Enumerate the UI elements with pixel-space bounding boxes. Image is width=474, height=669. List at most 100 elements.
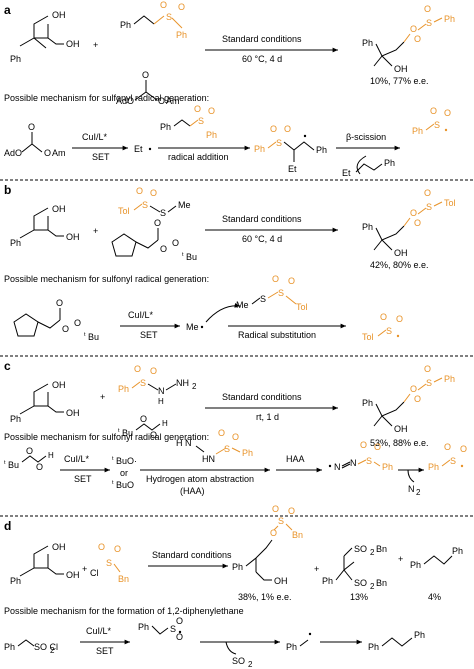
tol-label: Tol (118, 206, 130, 216)
subscript-2: 2 (370, 548, 375, 557)
temp-time-label: rt, 1 d (256, 412, 279, 422)
ph-label: Ph (176, 30, 187, 40)
tbu-label: ᵗ (118, 427, 120, 436)
o-label: O (414, 34, 421, 44)
temp-time-label: 60 °C, 4 d (242, 54, 282, 64)
step-label: β-scission (346, 132, 386, 142)
oh-label: OH (52, 204, 66, 214)
s-label: S (224, 444, 230, 454)
set-label: SET (140, 330, 158, 340)
oh-label: OH (394, 64, 408, 74)
o-label: O (410, 24, 417, 34)
catalyst-label: CuI/L* (128, 310, 154, 320)
sulfonyl-chloride: O O S Cl Bn (90, 542, 129, 584)
h-label: H (158, 397, 164, 406)
o-label: O (208, 106, 215, 116)
o-label: O (160, 0, 167, 10)
ph-label: Ph (322, 576, 333, 586)
panel-a-label: a (4, 3, 11, 17)
am-label: Am (52, 148, 66, 158)
catalyst-label: CuI/L* (82, 132, 108, 142)
or-label: or (120, 468, 128, 478)
o-label: O (176, 616, 183, 626)
n2-label: N (408, 484, 415, 494)
bn-label: Bn (292, 530, 303, 540)
panel-b-label: b (4, 183, 11, 197)
o-label: O (150, 366, 157, 376)
o-label: O (424, 188, 431, 198)
ph-label: Ph (254, 144, 265, 154)
mechanism-title: Possible mechanism for sulfonyl radical … (4, 274, 209, 284)
ph-label: Ph (206, 130, 217, 140)
product-d1: Ph OH O S O O Bn (232, 504, 303, 586)
ph-label: Ph (286, 642, 297, 652)
ph-label: Ph (368, 642, 379, 652)
oh-label: OH (66, 570, 80, 580)
product-d3: Ph Ph (410, 546, 463, 570)
o-label: O (272, 274, 279, 284)
oh-label: OH (52, 380, 66, 390)
yield-label: 4% (428, 592, 441, 602)
sulfonyl-hydrazide: Ph S O O N H NH 2 (118, 364, 197, 406)
product-d2: Ph SO 2 Bn SO 2 Bn (322, 544, 387, 591)
peroxyester-a: AdO O O Am (116, 70, 180, 106)
catalyst-label: CuI/L* (64, 454, 90, 464)
ph-label: Ph (316, 145, 327, 155)
tol-label: Tol (296, 302, 308, 312)
mechanism-title: Possible mechanism for the formation of … (4, 606, 244, 616)
tbu-label: ᵗ (84, 331, 86, 340)
ph-label: Ph (120, 20, 131, 30)
mechanism-c: ᵗ Bu O O H CuI/L* SET ᵗ BuO· or ᵗ BuO Hy… (4, 428, 467, 497)
catalyst-label: CuI/L* (86, 626, 112, 636)
vinyl-sulfone: Ph S O O Ph (120, 0, 187, 40)
ph-label: Ph (362, 38, 373, 48)
panel-d: d OH OH Ph + O O S Cl Bn Standard condit… (4, 504, 463, 669)
ph-label: Ph (384, 158, 395, 168)
o-label: O (56, 298, 63, 308)
tbu-label: Bu (88, 332, 99, 342)
o-label: O (136, 186, 143, 196)
s-label: S (426, 378, 432, 388)
so2bn-label: SO (354, 544, 367, 554)
ph-label: Ph (138, 622, 149, 632)
h2n-label: H N (176, 438, 192, 448)
subscript-2: 2 (50, 646, 55, 655)
subscript-2: 2 (370, 582, 375, 591)
bn-label: Bn (376, 578, 387, 588)
diol-substrate-a: OH OH Ph (10, 10, 80, 64)
ph-label: Ph (362, 398, 373, 408)
o-label: O (134, 364, 141, 374)
bn-label: Bn (376, 544, 387, 554)
diol-substrate-d: OH OH Ph (10, 542, 80, 586)
o-label: O (150, 430, 157, 440)
diol-substrate-b: OH OH Ph (10, 204, 80, 248)
n-label: N (158, 386, 165, 396)
conditions-label: Standard conditions (222, 214, 302, 224)
o-label: O (36, 462, 43, 472)
o-label: O (178, 2, 185, 12)
o-label: O (396, 314, 403, 324)
tbu-label: ᵗ (112, 479, 114, 488)
ph-label: Ph (10, 54, 21, 64)
subscript-2: 2 (248, 660, 253, 669)
tol-label: Tol (362, 332, 374, 342)
bn-label: Bn (118, 574, 129, 584)
o-label: O (142, 70, 149, 80)
o-label: O (154, 218, 161, 228)
o-label: O (150, 188, 157, 198)
ph-label: Ph (452, 546, 463, 556)
panel-a: a OH OH Ph + Ph S O O Ph AdO (4, 0, 455, 178)
s-label: S (142, 200, 148, 210)
oh-label: OH (394, 248, 408, 258)
conditions-label: Standard conditions (152, 550, 232, 560)
step-label: radical addition (168, 152, 229, 162)
ado-label: AdO (4, 148, 22, 158)
o-label: O (284, 124, 291, 134)
set-label: SET (74, 474, 92, 484)
mechanism-title: Possible mechanism for sulfonyl radical … (4, 432, 209, 442)
s-label: S (426, 202, 432, 212)
panel-c: c OH OH Ph + Ph S O O N H NH 2 ᵗ Bu (4, 359, 467, 497)
o-label: O (160, 244, 167, 254)
panel-c-label: c (4, 359, 11, 373)
o-label: O (270, 528, 277, 538)
